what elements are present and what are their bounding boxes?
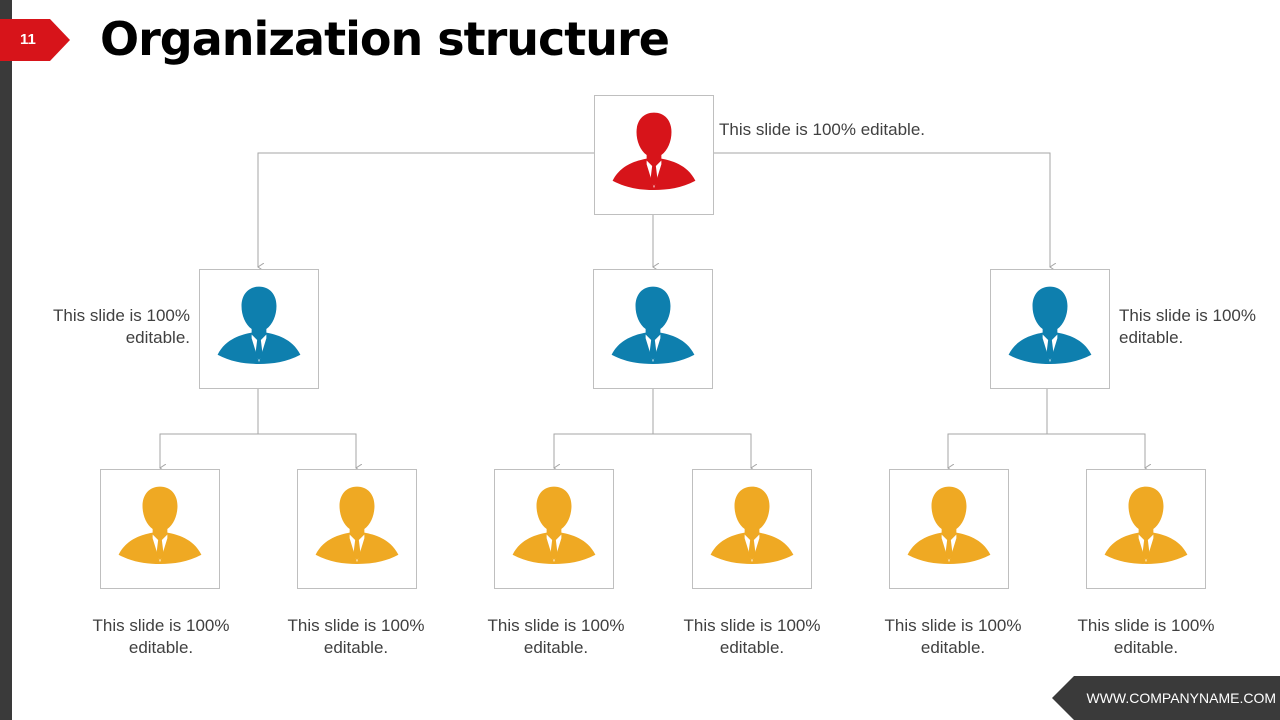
person-icon: [213, 283, 305, 375]
org-node-staff-6: [1086, 469, 1206, 589]
org-node-manager-center: [593, 269, 713, 389]
org-node-staff-1: [100, 469, 220, 589]
manager-left-caption: This slide is 100% editable.: [52, 306, 190, 347]
person-icon: [311, 483, 403, 575]
person-icon: [1100, 483, 1192, 575]
top-node-caption: This slide is 100% editable.: [719, 120, 926, 139]
person-icon: [114, 483, 206, 575]
staff-1-caption: This slide is 100% editable.: [92, 616, 230, 657]
person-icon: [706, 483, 798, 575]
person-icon: [608, 109, 700, 201]
connector-left-staff: [159, 433, 357, 468]
staff-2-caption: This slide is 100% editable.: [287, 616, 425, 657]
connector-right-staff: [947, 433, 1146, 468]
person-icon: [508, 483, 600, 575]
staff-3-caption: This slide is 100% editable.: [487, 616, 625, 657]
org-node-staff-2: [297, 469, 417, 589]
person-icon: [903, 483, 995, 575]
person-icon: [607, 283, 699, 375]
staff-6-caption: This slide is 100% editable.: [1077, 616, 1215, 657]
page-title: Organization structure: [100, 12, 670, 66]
connector-top-right: [713, 152, 1050, 267]
manager-right-caption: This slide is 100% editable.: [1119, 306, 1257, 347]
staff-5-caption: This slide is 100% editable.: [884, 616, 1022, 657]
staff-4-caption: This slide is 100% editable.: [683, 616, 821, 657]
person-icon: [1004, 283, 1096, 375]
org-node-staff-4: [692, 469, 812, 589]
footer-url: WWW.COMPANYNAME.COM: [1052, 676, 1280, 720]
org-node-top: [594, 95, 714, 215]
left-accent-bar: [0, 0, 12, 720]
org-node-staff-5: [889, 469, 1009, 589]
connector-top-left: [258, 152, 594, 267]
org-node-staff-3: [494, 469, 614, 589]
org-node-manager-left: [199, 269, 319, 389]
connector-center-staff: [553, 433, 752, 468]
org-node-manager-right: [990, 269, 1110, 389]
